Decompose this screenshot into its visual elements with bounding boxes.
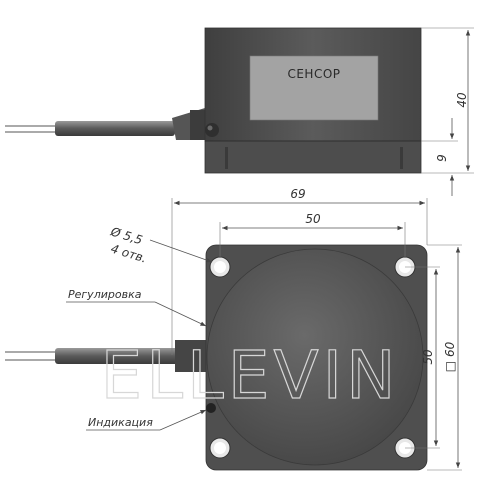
sensor-label-plate xyxy=(249,55,379,121)
dim-vertical-spacing: 50 xyxy=(421,349,435,365)
sensor-label-text: СЕНСОР xyxy=(287,67,340,81)
side-view: СЕНСОР 40 9 xyxy=(5,27,474,196)
watermark: ELLEVIN xyxy=(101,337,400,414)
top-cable xyxy=(5,340,210,372)
label-adjustment: Регулировка xyxy=(68,288,142,301)
sensing-face xyxy=(206,248,424,466)
dim-width-overall: 69 xyxy=(290,187,305,201)
side-base xyxy=(204,140,422,174)
dim-square-size: □ 60 xyxy=(443,341,457,372)
indicator-led xyxy=(206,403,216,413)
dim-hole-count: 4 отв. xyxy=(109,241,148,265)
dim-height-base: 9 xyxy=(435,154,449,162)
dim-height-total: 40 xyxy=(455,92,469,108)
label-indication: Индикация xyxy=(88,416,153,429)
dim-hole-spacing: 50 xyxy=(305,212,321,226)
top-view: 69 50 50 □ 60 Ø 5,5 4 отв. Регулировка И… xyxy=(5,187,462,471)
side-knob xyxy=(205,123,219,137)
side-cable xyxy=(5,108,210,140)
